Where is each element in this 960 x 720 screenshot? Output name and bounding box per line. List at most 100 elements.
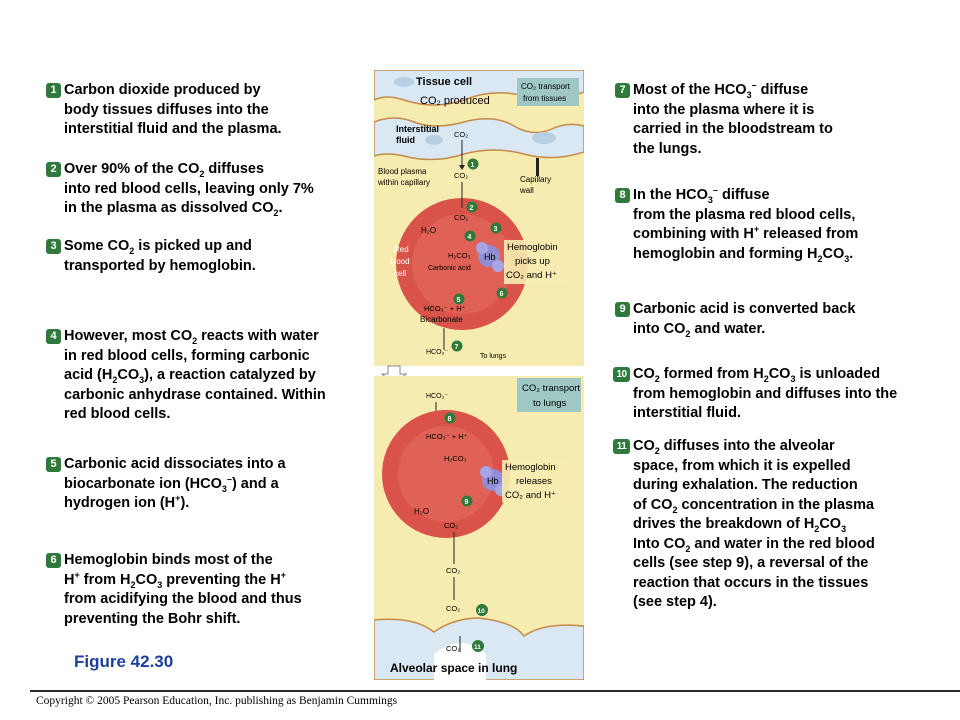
co2-label: CO₂: [454, 213, 468, 222]
step-text-line: (see step 4).: [633, 593, 875, 613]
step-number-badge: 9: [615, 302, 630, 317]
hb-releases-label-1: Hemoglobin: [505, 462, 556, 473]
co2-produced-label: CO₂ produced: [420, 95, 490, 107]
transport-lungs-label-1: CO₂ transport: [522, 383, 580, 394]
svg-text:9: 9: [465, 499, 469, 506]
h2co3-label: H₂CO₃: [448, 251, 471, 260]
step-text-line: into red blood cells, leaving only 7%: [64, 180, 314, 200]
step-text-line: CO2 formed from H2CO3 is unloaded: [633, 365, 897, 385]
step-number-badge: 3: [46, 239, 61, 254]
step-text-line: hemoglobin and forming H2CO3.: [633, 245, 858, 265]
step-text-line: Carbon dioxide produced by: [64, 81, 282, 101]
svg-text:5: 5: [457, 297, 461, 304]
step-text-line: into the plasma where it is: [633, 101, 833, 121]
step-text-line: preventing the Bohr shift.: [64, 610, 302, 630]
svg-text:11: 11: [474, 644, 481, 651]
rbc-label-3: cell: [394, 269, 406, 278]
hco3-label: HCO₃⁻: [426, 393, 448, 400]
hb-releases-label-3: CO₂ and H⁺: [505, 490, 556, 501]
step-text-line: CO2 diffuses into the alveolar: [633, 437, 875, 457]
svg-text:1: 1: [471, 162, 475, 169]
hco3-label: HCO₃⁻: [426, 349, 448, 356]
step-text-line: combining with H+ released from: [633, 225, 858, 245]
hb-picks-label-2: picks up: [515, 256, 550, 267]
co2-label: CO₂: [446, 604, 460, 613]
hb-picks-label-3: CO₂ and H⁺: [506, 270, 557, 281]
to-lungs-label: To lungs: [480, 353, 507, 360]
step-text-line: interstitial fluid and the plasma.: [64, 120, 282, 140]
hco3-h-label: HCO₃⁻ + H⁺: [424, 304, 466, 313]
rbc-label-1: Red: [394, 245, 409, 254]
step-number-badge: 7: [615, 83, 630, 98]
transport-tissues-label-1: CO₂ transport: [521, 82, 571, 91]
copyright-notice: Copyright © 2005 Pearson Education, Inc.…: [36, 695, 397, 707]
bicarbonate-label: Bicarbonate: [420, 315, 463, 324]
step-text-line: Over 90% of the CO2 diffuses: [64, 160, 314, 180]
step-text-line: into CO2 and water.: [633, 320, 855, 340]
capillary-wall-label-1: Capillary: [520, 175, 551, 184]
hco3-h-label: HCO₃⁻ + H⁺: [426, 432, 468, 441]
step-text-line: from the plasma red blood cells,: [633, 206, 858, 226]
step-text-line: carbonic anhydrase contained. Within: [64, 386, 326, 406]
h2o-label: H₂O: [421, 226, 436, 235]
interstitial-label-1: Interstitial: [396, 124, 439, 134]
step-number-badge: 8: [615, 188, 630, 203]
h2co3-label: H₂CO₃: [444, 454, 467, 463]
step-text-line: of CO2 concentration in the plasma: [633, 496, 875, 516]
step-number-badge: 10: [613, 367, 630, 382]
tissue-cell-label: Tissue cell: [416, 76, 472, 88]
blood-plasma-label-1: Blood plasma: [378, 167, 427, 176]
svg-text:7: 7: [455, 344, 459, 351]
step-text-line: In the HCO3– diffuse: [633, 186, 858, 206]
step-text-line: carried in the bloodstream to: [633, 120, 833, 140]
interstitial-label-2: fluid: [396, 135, 415, 145]
step-1: 1Carbon dioxide produced bybody tissues …: [64, 81, 282, 140]
transport-lungs-label-2: to lungs: [533, 398, 567, 409]
capillary-wall-marker: [536, 158, 539, 176]
svg-text:2: 2: [470, 205, 474, 212]
step-number-badge: 5: [46, 457, 61, 472]
step-number-badge: 11: [613, 439, 630, 454]
step-number-badge: 4: [46, 329, 61, 344]
transport-tissues-label-2: from tissues: [523, 94, 566, 103]
carbonic-acid-label: Carbonic acid: [428, 265, 471, 272]
co2-label: CO₂: [444, 521, 458, 530]
step-text-line: acid (H2CO3), a reaction catalyzed by: [64, 366, 326, 386]
step-text-line: Some CO2 is picked up and: [64, 237, 256, 257]
svg-text:6: 6: [500, 291, 504, 298]
hb-label: Hb: [484, 252, 496, 262]
step-text-line: Carbonic acid dissociates into a: [64, 455, 286, 475]
step-text-line: Carbonic acid is converted back: [633, 300, 855, 320]
step-text-line: in red blood cells, forming carbonic: [64, 347, 326, 367]
step-text-line: H+ from H2CO3 preventing the H+: [64, 571, 302, 591]
footer-divider: [30, 690, 960, 692]
svg-text:3: 3: [494, 226, 498, 233]
step-text-line: Into CO2 and water in the red blood: [633, 535, 875, 555]
step-text-line: reaction that occurs in the tissues: [633, 574, 875, 594]
step-text-line: space, from which it is expelled: [633, 457, 875, 477]
svg-text:10: 10: [478, 608, 486, 615]
step-text-line: from acidifying the blood and thus: [64, 590, 302, 610]
hb-label: Hb: [487, 476, 499, 486]
step-text-line: cells (see step 9), a reversal of the: [633, 554, 875, 574]
hb-releases-label-2: releases: [516, 476, 552, 487]
step-text-line: from hemoglobin and diffuses into the: [633, 385, 897, 405]
step-number-badge: 1: [46, 83, 61, 98]
